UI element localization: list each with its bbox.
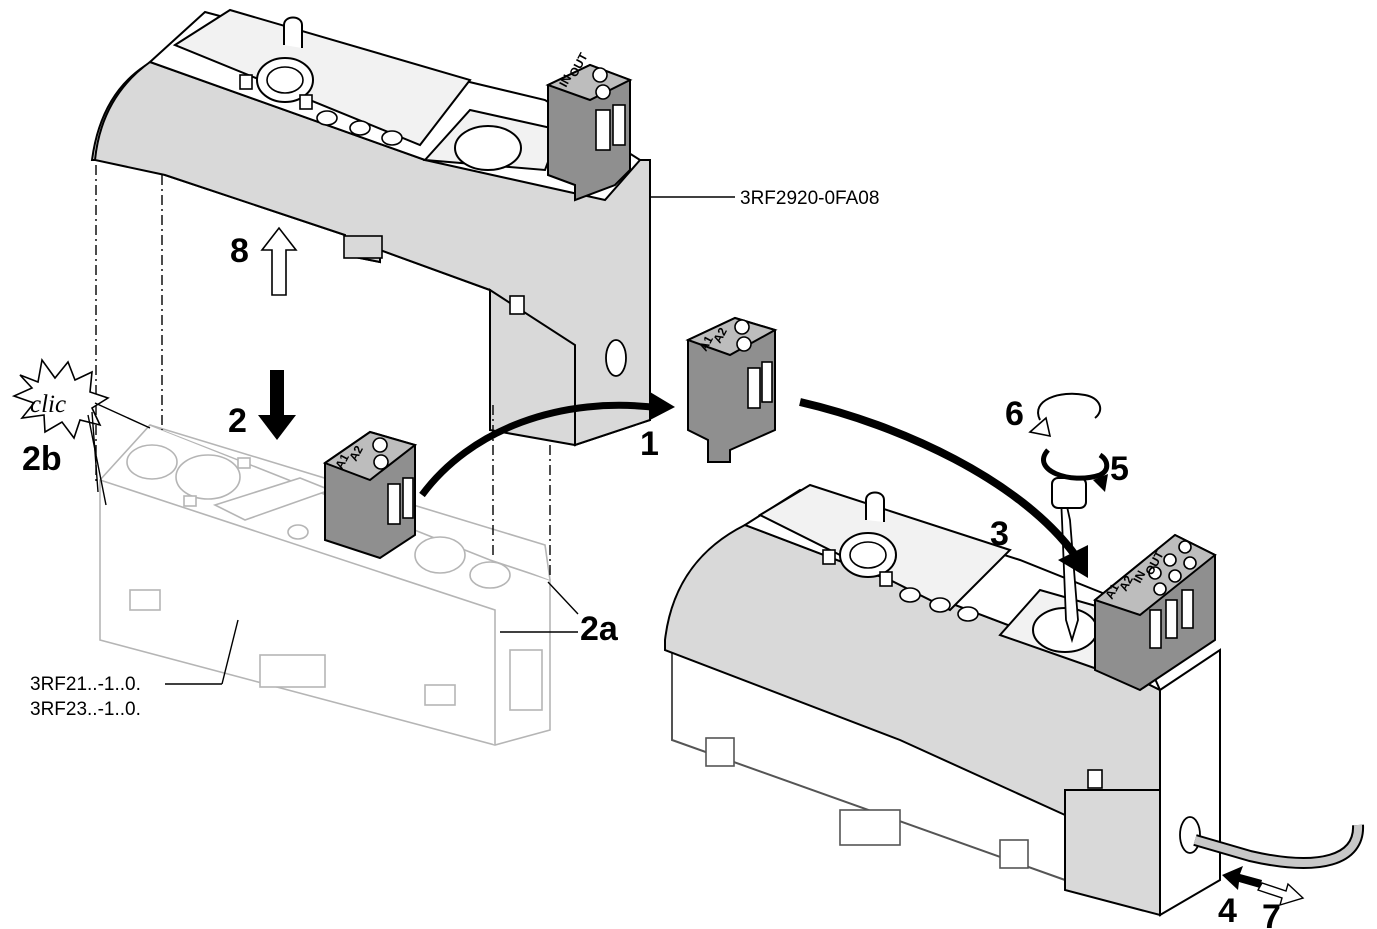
lift-up-arrow — [260, 226, 298, 296]
terminal-in-label-assembled: IN — [1130, 568, 1148, 585]
step-6-label: 6 — [1005, 395, 1024, 433]
step-2-label: 2 — [228, 402, 247, 440]
terminal-a2-label-lower: A2 — [346, 443, 366, 463]
cable — [1193, 824, 1365, 869]
rotate-tighten-icon — [1041, 448, 1110, 492]
rotate-loosen-icon — [1028, 392, 1102, 438]
terminal-a2-label-assembled: A2 — [1116, 573, 1136, 593]
insert-cable-arrow — [1222, 866, 1262, 890]
clic-label: clic — [30, 391, 66, 418]
press-down-arrow — [258, 370, 296, 440]
terminal-in-label-upper: IN — [556, 72, 574, 89]
terminal-a1-label-loose: A1 — [696, 333, 716, 353]
step-8-label: 8 — [230, 232, 249, 270]
terminal-a2-label-loose: A2 — [710, 325, 730, 345]
step-1-label: 1 — [640, 425, 659, 463]
alignment-guides — [95, 165, 551, 575]
terminal-a1-label-assembled: A1 — [1102, 581, 1122, 601]
relay-part-number-2: 3RF23..-1..0. — [30, 699, 141, 720]
relay-base-leader-diag — [221, 619, 239, 685]
full-connector-assembled: A1 A2 IN OUT — [1092, 533, 1217, 692]
step-2b-label: 2b — [22, 440, 62, 478]
a1-a2-connector-loose: A1 A2 — [685, 316, 778, 463]
clic-starburst — [11, 358, 151, 506]
assembled-module — [664, 483, 1221, 917]
step-4-label: 4 — [1218, 892, 1237, 929]
step-2a-label: 2a — [580, 610, 619, 648]
remove-connector-arrow — [419, 392, 675, 498]
insert-connector-arrow — [799, 398, 1088, 578]
upper-module — [90, 8, 651, 447]
a1-a2-connector-lower: A1 A2 — [322, 430, 418, 560]
relay-part-number-1: 3RF21..-1..0. — [30, 674, 141, 695]
in-out-connector-upper: IN OUT — [545, 50, 633, 202]
clip-2a-leader-1 — [547, 581, 579, 615]
pull-cable-arrow — [1256, 882, 1305, 907]
step-3-label: 3 — [990, 515, 1009, 553]
upper-module-part-number: 3RF2920-0FA08 — [740, 188, 879, 209]
terminal-a1-label-lower: A1 — [332, 451, 352, 471]
step-5-label: 5 — [1110, 450, 1129, 488]
step-7-label: 7 — [1262, 898, 1281, 929]
